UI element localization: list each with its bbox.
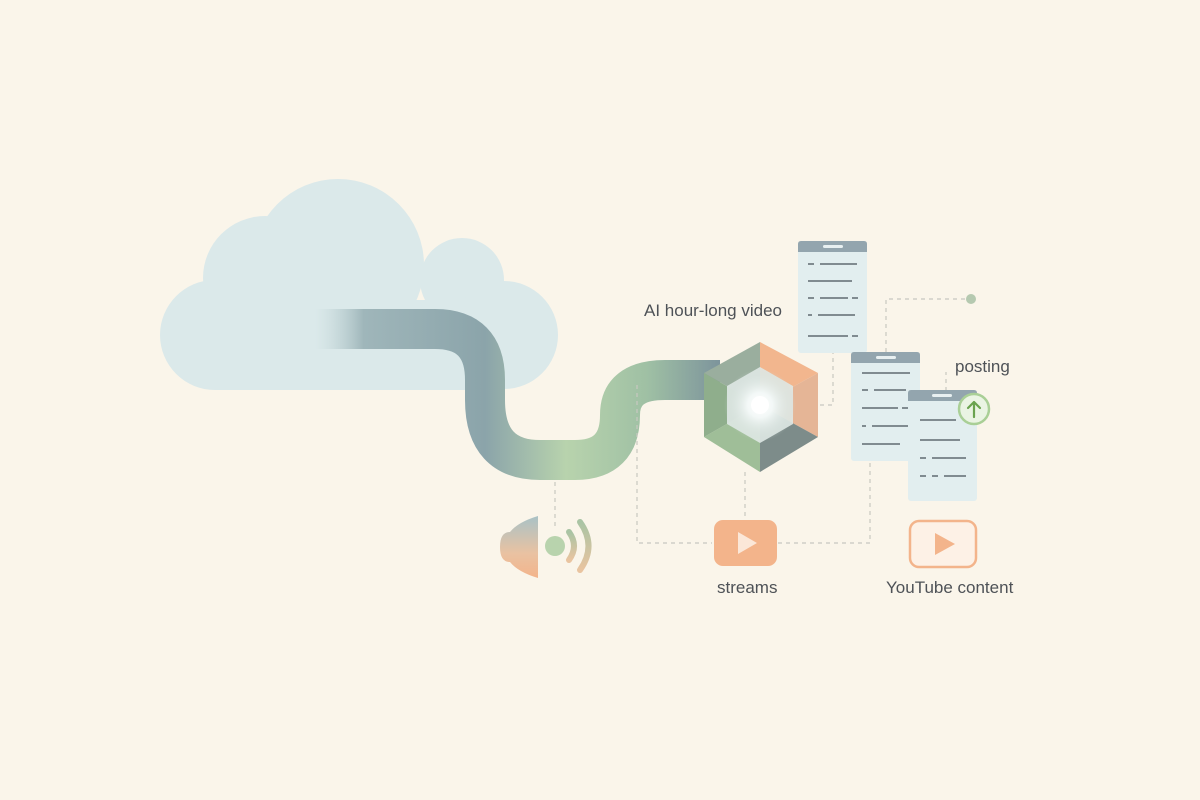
upload-icon (957, 392, 991, 426)
play-button-icon (714, 520, 777, 566)
data-ribbon (315, 309, 720, 480)
label-posting: posting (955, 357, 1010, 376)
document-icon (851, 352, 920, 461)
label-youtube-content: YouTube content (886, 578, 1014, 597)
endpoint-dot (966, 294, 976, 304)
label-streams: streams (717, 578, 778, 597)
label-ai-video: AI hour-long video (644, 301, 782, 320)
document-icon (798, 241, 867, 353)
speaker-icon (500, 516, 592, 578)
document-icon (908, 390, 977, 501)
play-button-icon (908, 519, 978, 569)
connector-lines (554, 298, 966, 544)
hexagon-processor-icon (704, 342, 818, 472)
